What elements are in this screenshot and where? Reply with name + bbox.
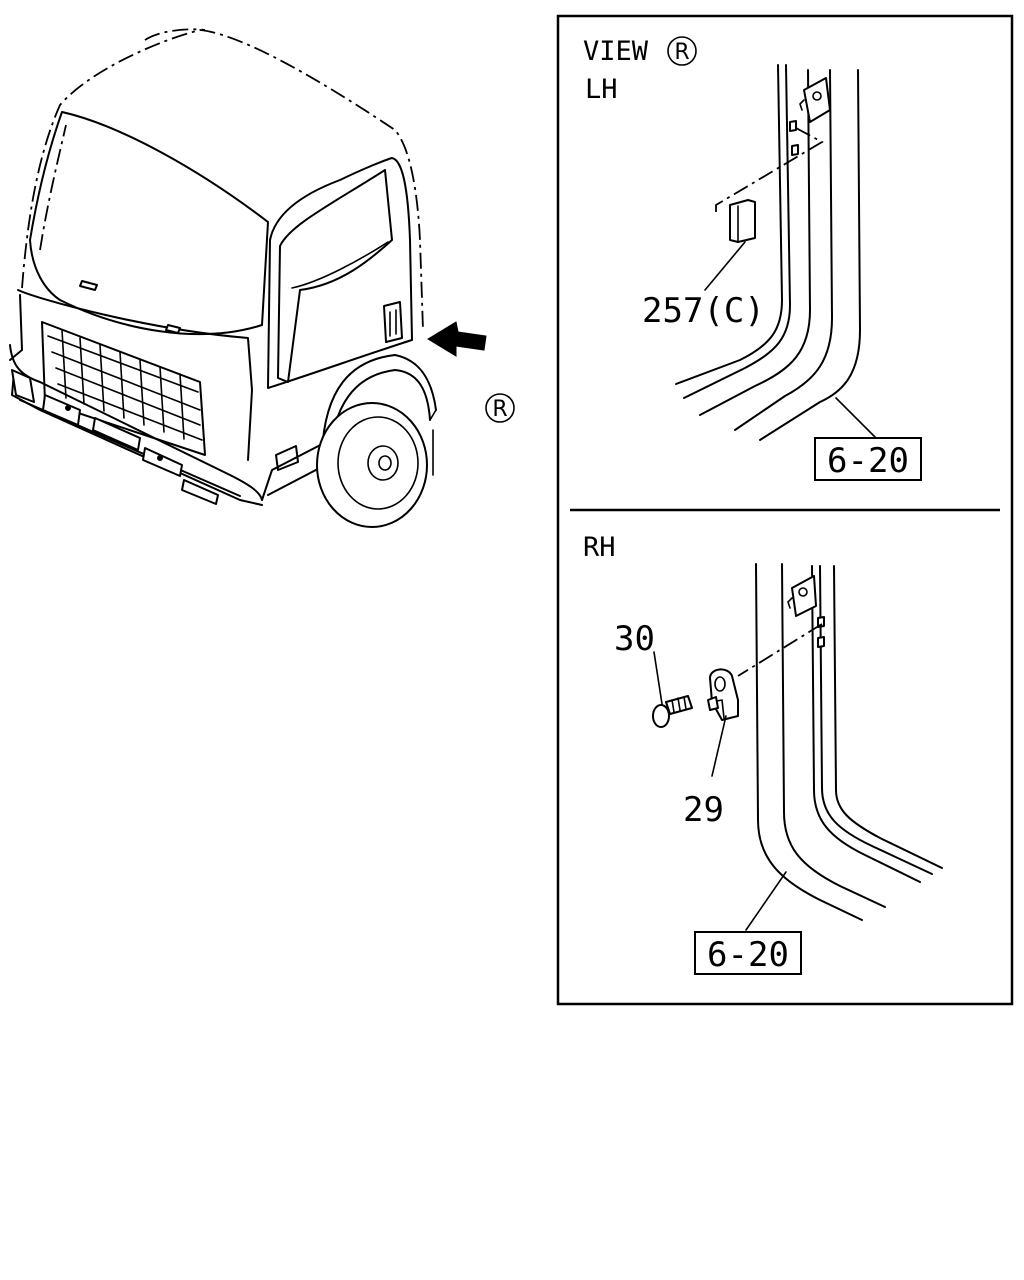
part-label-29: 29 xyxy=(683,790,724,830)
svg-text:R: R xyxy=(492,397,507,422)
rh-ref-box: 6-20 xyxy=(694,931,802,975)
lh-ref-box: 6-20 xyxy=(814,437,922,481)
view-direction-arrow xyxy=(427,321,487,357)
pad-part-257c xyxy=(729,199,756,243)
detail-frame xyxy=(556,14,1014,1006)
rh-door-frame xyxy=(755,563,943,921)
part-label-257c: 257(C) xyxy=(642,291,765,331)
svg-text:6-20: 6-20 xyxy=(827,441,909,481)
view-marker: R xyxy=(485,393,515,423)
bolt-part-30 xyxy=(652,695,693,728)
rh-label: RH xyxy=(583,532,616,563)
part-label-30: 30 xyxy=(614,619,655,659)
clip-part-29 xyxy=(707,668,739,721)
svg-text:VIEW: VIEW xyxy=(583,36,649,67)
view-title: VIEW R xyxy=(583,36,697,67)
truck-cab-illustration xyxy=(9,28,487,528)
lh-label: LH xyxy=(585,74,618,105)
svg-text:6-20: 6-20 xyxy=(707,935,789,975)
lh-door-frame xyxy=(675,64,861,441)
svg-text:R: R xyxy=(674,40,689,65)
